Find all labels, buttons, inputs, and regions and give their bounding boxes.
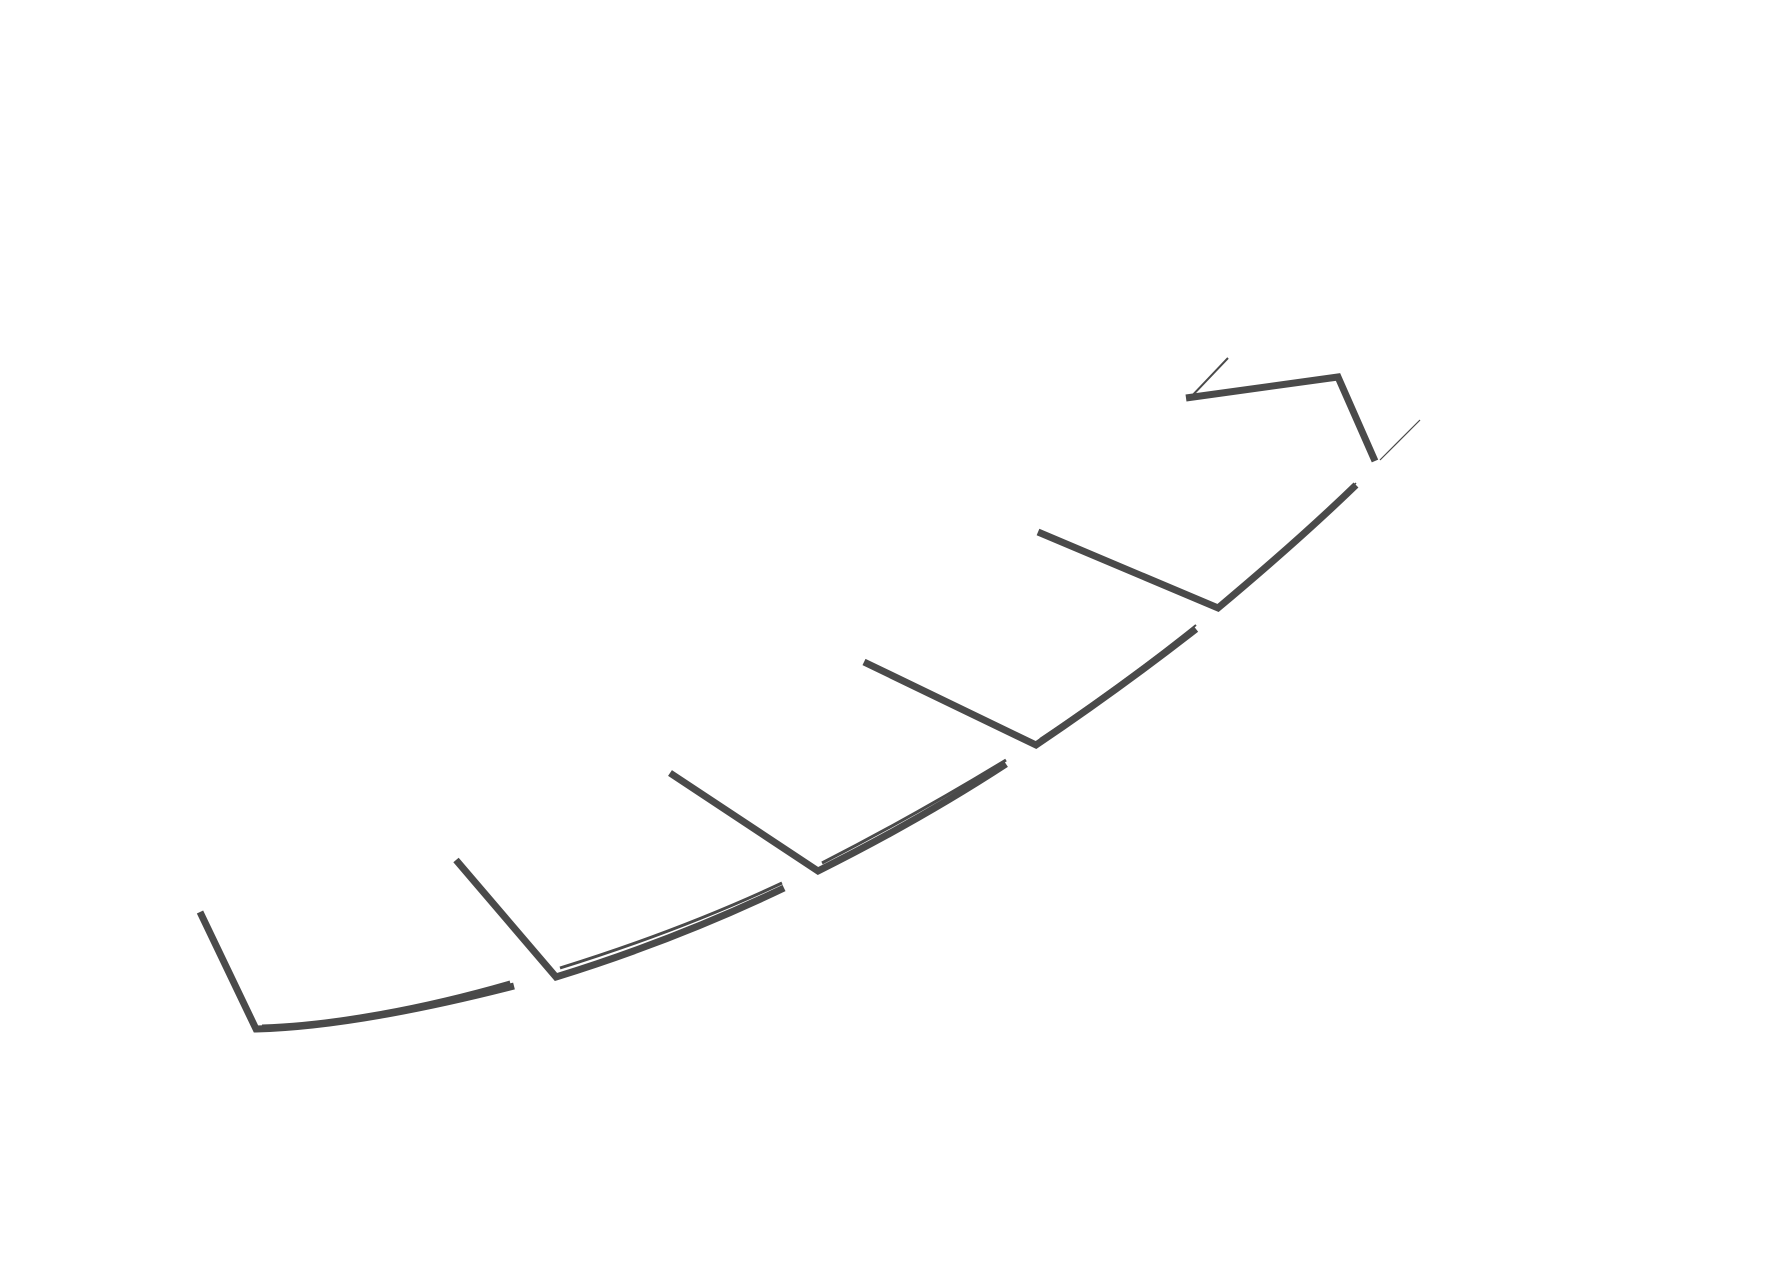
bracket-baseline-inner — [261, 980, 511, 1028]
bracket-tick-4 — [1036, 482, 1359, 613]
bracket-tick-1 — [453, 857, 786, 982]
bracket-tick-2 — [668, 761, 1008, 876]
bracket-baseline-inner-2 — [559, 881, 783, 970]
bracket-left — [196, 910, 515, 1033]
bracket-tick-3 — [862, 626, 1199, 750]
bracket-right-tail — [1379, 419, 1421, 461]
bracket-right-join — [1187, 357, 1229, 401]
bracket-baseline-inner-4 — [1039, 624, 1197, 740]
bracket-right — [1185, 373, 1379, 463]
bracket-baseline-inner-3 — [821, 758, 1007, 865]
